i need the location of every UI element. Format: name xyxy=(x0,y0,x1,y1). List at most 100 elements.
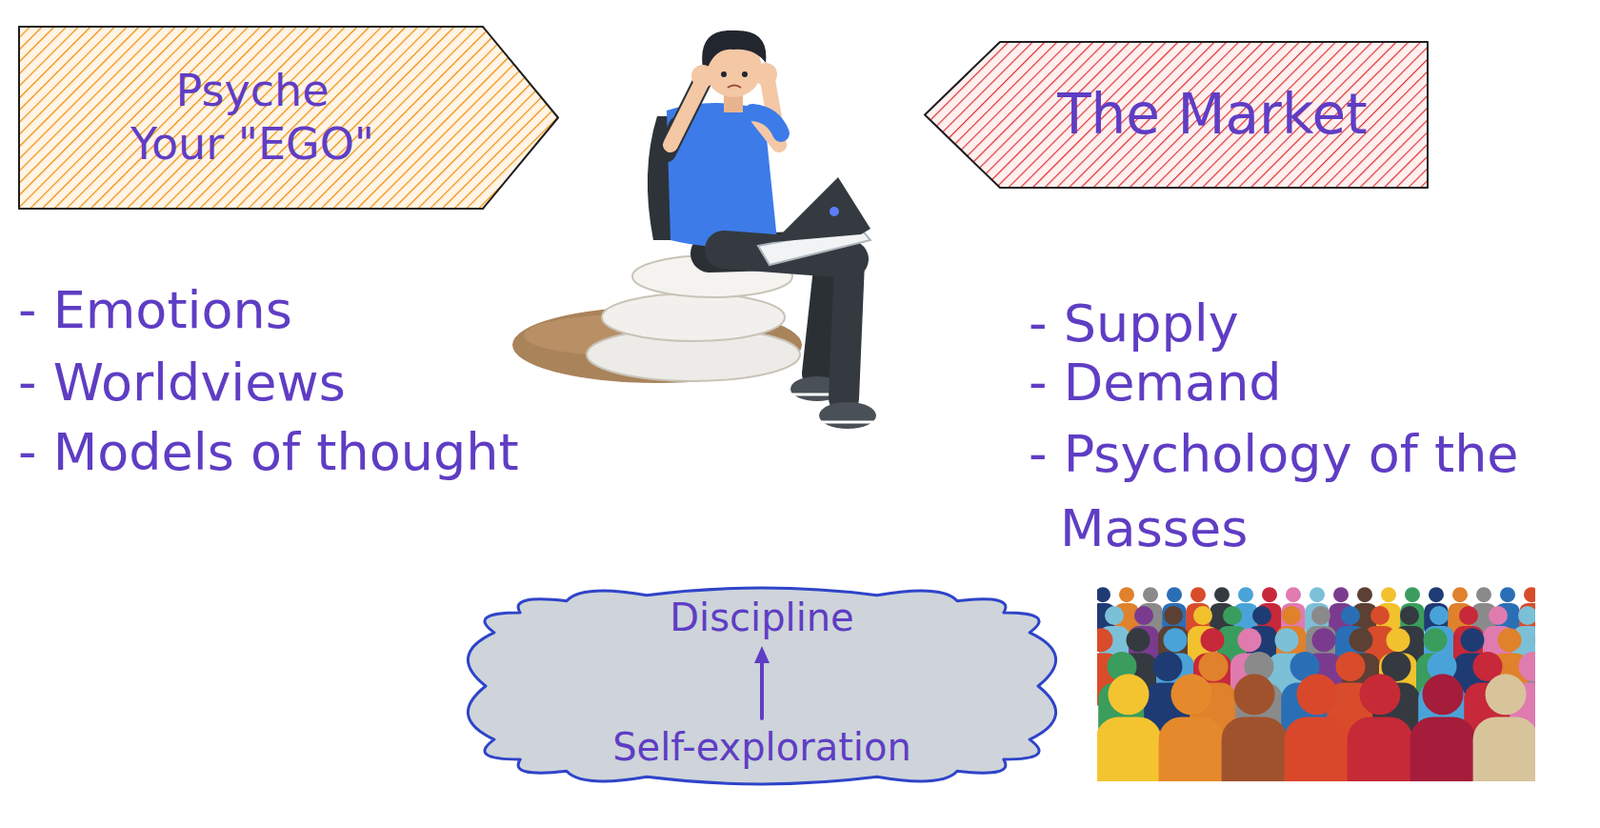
crowd-head xyxy=(1349,627,1374,652)
arrow-banner-fill xyxy=(19,26,559,209)
shoe xyxy=(819,401,877,429)
hair xyxy=(701,30,766,71)
crowd-body xyxy=(1284,717,1351,782)
crowd-head xyxy=(1153,651,1183,681)
crowd-head xyxy=(1336,651,1366,681)
crowd-head xyxy=(1500,586,1516,602)
crowd-head xyxy=(1134,605,1154,625)
eye xyxy=(741,71,748,78)
crowd-head xyxy=(1108,673,1150,715)
crowd-head xyxy=(1370,605,1390,625)
crowd-head xyxy=(1429,605,1449,625)
crowd-head xyxy=(1275,627,1300,652)
crowd-head xyxy=(1222,605,1242,625)
crowd-body xyxy=(1347,717,1414,782)
list-item: - Supply xyxy=(1028,293,1240,356)
crowd-body xyxy=(1410,717,1477,782)
crowd-head xyxy=(1535,627,1537,652)
crowd-head xyxy=(1097,627,1114,652)
crowd-head xyxy=(1104,605,1124,625)
crowd-head xyxy=(1476,586,1492,602)
crowd-body xyxy=(1159,717,1225,782)
crowd-head xyxy=(1309,586,1325,602)
crowd-head xyxy=(1163,605,1183,625)
shoe-sole xyxy=(820,420,877,424)
stone xyxy=(601,293,785,341)
crowd-head xyxy=(1519,651,1537,681)
crowd-head xyxy=(1214,586,1230,602)
leg xyxy=(843,260,850,399)
eye xyxy=(720,71,727,78)
crowd-head xyxy=(1119,586,1135,602)
crowd-head xyxy=(1252,605,1272,625)
crowd-head xyxy=(1360,673,1401,715)
laptop-logo xyxy=(829,206,840,217)
crowd-head xyxy=(1518,605,1536,625)
crowd-head xyxy=(1193,605,1213,625)
arrow-banner: The Market xyxy=(923,40,1429,189)
crowd-head xyxy=(1340,605,1360,625)
crowd-head xyxy=(1333,586,1349,602)
crowd-head xyxy=(1404,586,1420,602)
person-illustration xyxy=(512,30,877,429)
up-arrow-head xyxy=(754,645,770,663)
list-item: - Worldviews xyxy=(18,352,346,415)
crowd-head xyxy=(1428,586,1444,602)
hand xyxy=(754,62,778,86)
crowd-head xyxy=(1523,586,1536,602)
up-arrow-line xyxy=(760,659,764,719)
hand xyxy=(691,64,715,88)
crowd-head xyxy=(1238,586,1254,602)
crowd-head xyxy=(1498,627,1522,652)
list-item: - Models of thought xyxy=(18,421,520,484)
node-text: Psyche Your "EGO" xyxy=(123,64,382,170)
list-item: - Psychology of the Masses xyxy=(1028,417,1556,566)
crowd-head xyxy=(1199,651,1229,681)
cloud-fill xyxy=(467,587,1056,784)
crowd-body xyxy=(1473,717,1536,782)
arrow-banner: Psyche Your "EGO" xyxy=(18,25,560,210)
crowd-head xyxy=(1285,586,1301,602)
cloud-shape: DisciplineSelf-exploration xyxy=(472,580,1052,791)
crowd-body xyxy=(1097,717,1161,782)
crowd-head xyxy=(1488,605,1508,625)
crowd-head xyxy=(1261,586,1278,602)
crowd-head xyxy=(1097,586,1111,602)
crowd-head xyxy=(1171,673,1213,715)
crowd-head xyxy=(1460,627,1485,652)
crowd-head xyxy=(1422,673,1464,715)
crowd-head xyxy=(1238,627,1262,652)
crowd-head xyxy=(1357,586,1373,602)
crowd-head xyxy=(1166,586,1182,602)
crowd-head xyxy=(1423,627,1448,652)
mouth xyxy=(727,85,741,89)
crowd-head xyxy=(1200,627,1225,652)
crowd-head xyxy=(1452,586,1468,602)
crowd-head xyxy=(1297,673,1339,715)
crowd-head xyxy=(1386,627,1411,652)
crowd-head xyxy=(1126,627,1151,652)
arm xyxy=(670,80,703,145)
crowd-head xyxy=(1281,605,1301,625)
crowd-body xyxy=(1221,717,1288,782)
crowd-head xyxy=(1142,586,1159,602)
node-text: The Market xyxy=(1057,81,1368,149)
crowd-head xyxy=(1311,605,1331,625)
node-text: Self-exploration xyxy=(612,723,912,770)
crowd-head xyxy=(1459,605,1479,625)
arrow-banner-fill xyxy=(924,41,1428,188)
sleeve xyxy=(752,112,781,134)
node-text: Discipline xyxy=(669,594,854,640)
crowd-head xyxy=(1380,586,1397,602)
crowd-head xyxy=(1234,673,1276,715)
crowd-head xyxy=(1400,605,1420,625)
crowd-head xyxy=(1190,586,1206,602)
crowd-head xyxy=(1163,627,1188,652)
crowd-head xyxy=(1485,673,1527,715)
list-item: - Demand xyxy=(1028,352,1282,415)
list-item: - Emotions xyxy=(18,280,293,342)
crowd-head xyxy=(1312,627,1337,652)
laptop-screen xyxy=(773,177,871,242)
crowd-illustration xyxy=(1097,566,1536,781)
sleeve xyxy=(666,80,703,153)
